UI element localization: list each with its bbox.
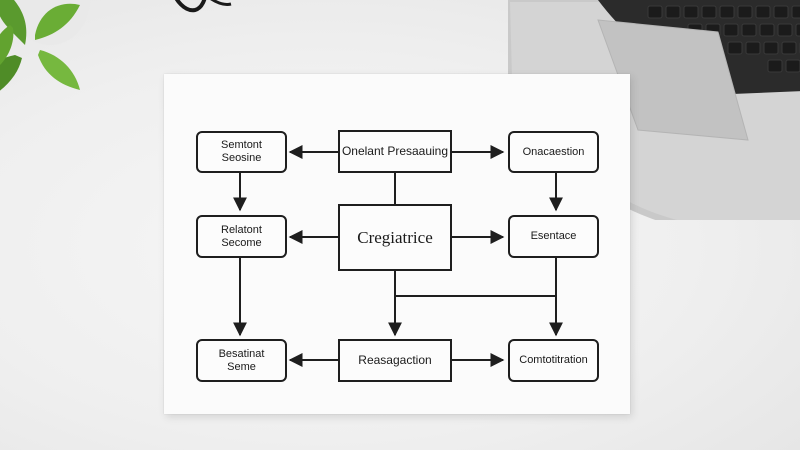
- node-top-right: Onacaestion: [508, 131, 599, 173]
- node-mid-left: Relatont Secome: [196, 215, 287, 258]
- node-mid-center: Cregiatrice: [338, 204, 452, 271]
- node-bottom-right: Comtotitration: [508, 339, 599, 382]
- eyeglasses-icon: [175, 0, 232, 13]
- node-bottom-left: Besatinat Seme: [196, 339, 287, 382]
- node-bottom-center: Reasagaction: [338, 339, 452, 382]
- node-top-center: Onelant Presaauing: [338, 130, 452, 173]
- node-mid-right: Esentace: [508, 215, 599, 258]
- node-top-left: Semtont Seosine: [196, 131, 287, 173]
- plant-icon: [0, 0, 90, 91]
